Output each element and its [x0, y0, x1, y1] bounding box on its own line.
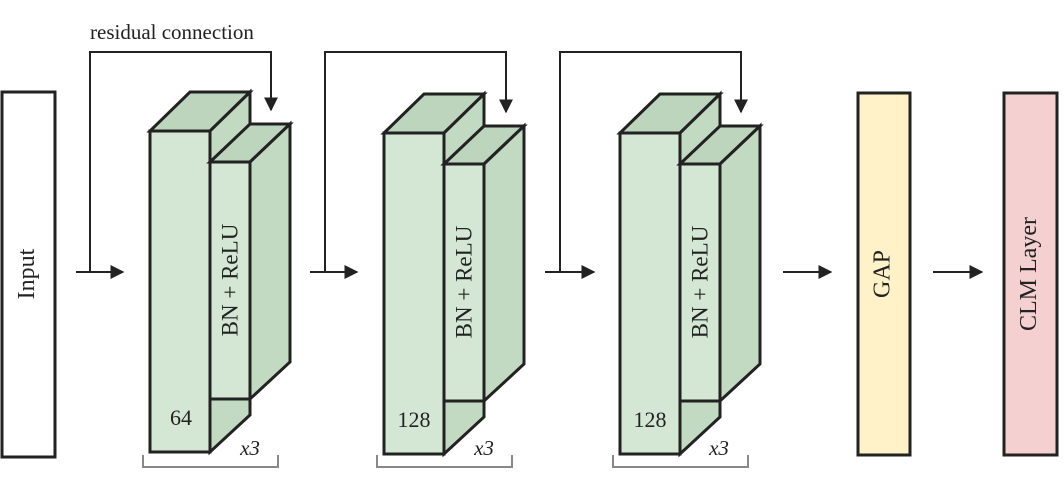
residual-arrow-1 — [89, 51, 278, 272]
gap-label: GAP — [870, 250, 896, 298]
bn-relu-label: BN + ReLU — [451, 225, 476, 338]
filter-count-label: 128 — [634, 407, 667, 432]
conv-block-2: BN + ReLU 128 x3 — [310, 51, 528, 468]
bn-relu-prism-front — [442, 162, 486, 403]
bn-relu-label: BN + ReLU — [217, 223, 242, 336]
conv-prism-front — [618, 131, 682, 456]
residual-arrow-2 — [324, 51, 513, 272]
repeat-bracket — [612, 455, 749, 468]
bn-relu-prism-front — [678, 162, 722, 403]
bn-relu-prism-side — [248, 120, 292, 403]
conv-block-3: BN + ReLU 128 x3 — [545, 51, 764, 468]
conv-prism-front — [382, 131, 446, 456]
repeat-bracket — [142, 455, 279, 468]
filter-count-label: 64 — [170, 405, 192, 430]
residual-arrow-3 — [559, 51, 748, 272]
bn-relu-label: BN + ReLU — [687, 225, 712, 338]
bn-relu-prism-side — [718, 122, 762, 405]
residual-connection-label: residual connection — [90, 20, 254, 44]
clm-layer-box: CLM Layer — [1002, 91, 1059, 457]
filter-count-label: 128 — [398, 407, 431, 432]
input-label: Input — [14, 248, 40, 299]
clm-layer-label: CLM Layer — [1016, 217, 1042, 331]
bn-relu-prism-front — [208, 160, 252, 401]
conv-block-1: BN + ReLU 64 x3 — [76, 51, 294, 468]
repeat-label: x3 — [473, 436, 494, 460]
bn-relu-prism-side — [482, 122, 526, 405]
conv-prism-front — [148, 129, 212, 454]
repeat-label: x3 — [708, 436, 729, 460]
input-box: Input — [0, 90, 57, 459]
repeat-label: x3 — [239, 436, 260, 460]
gap-box: GAP — [856, 91, 912, 457]
repeat-bracket — [376, 455, 513, 468]
